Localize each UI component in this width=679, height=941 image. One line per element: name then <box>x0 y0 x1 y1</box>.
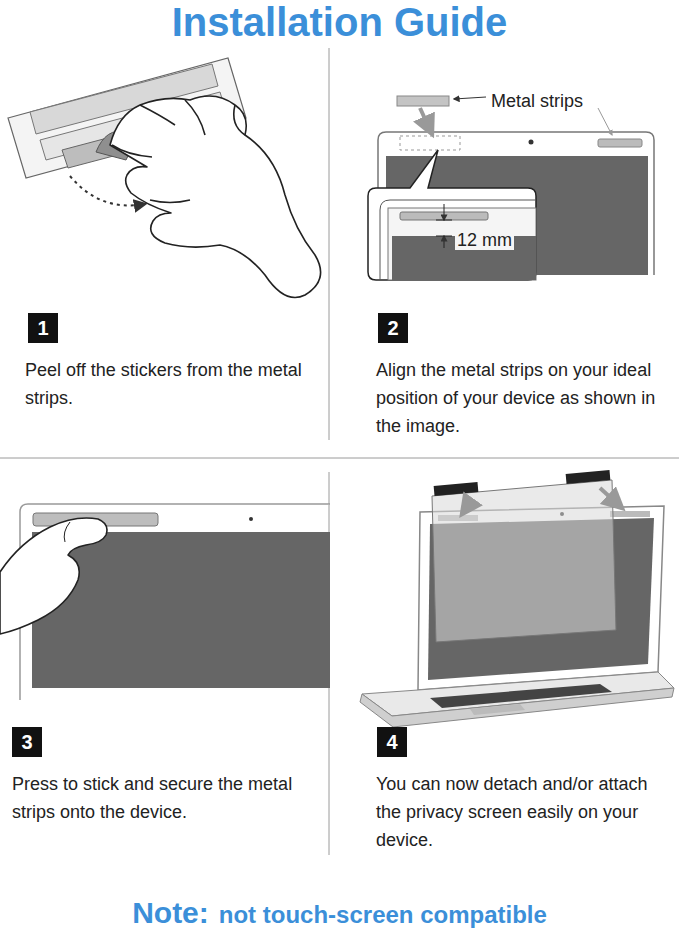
step-description: You can now detach and/or attach the pri… <box>376 770 661 854</box>
step-number-text: 3 <box>21 732 32 752</box>
magnify-callout <box>368 150 536 280</box>
step-number-text: 2 <box>387 318 398 338</box>
hand <box>110 96 321 298</box>
part-label: Metal strips <box>491 87 641 115</box>
dimension-label: 12 mm <box>455 230 514 250</box>
note-row: Note: not touch-screen compatible <box>0 896 679 930</box>
step-description: Press to stick and secure the metal stri… <box>12 770 312 826</box>
step-number: 2 <box>378 313 408 343</box>
step-number: 3 <box>12 727 42 757</box>
step-number: 1 <box>28 313 58 343</box>
divider-lines <box>0 48 679 855</box>
step-number-text: 1 <box>37 318 48 338</box>
note-text: not touch-screen compatible <box>219 901 547 929</box>
step-description: Peel off the stickers from the metal str… <box>25 356 315 412</box>
step-number: 4 <box>377 727 407 757</box>
screen-press <box>0 504 330 700</box>
page-title: Installation Guide <box>0 0 679 44</box>
step-description: Align the metal strips on your ideal pos… <box>376 356 661 440</box>
step-number-text: 4 <box>386 732 397 752</box>
laptop-with-filter <box>360 470 674 727</box>
note-heading: Note: <box>132 896 209 930</box>
